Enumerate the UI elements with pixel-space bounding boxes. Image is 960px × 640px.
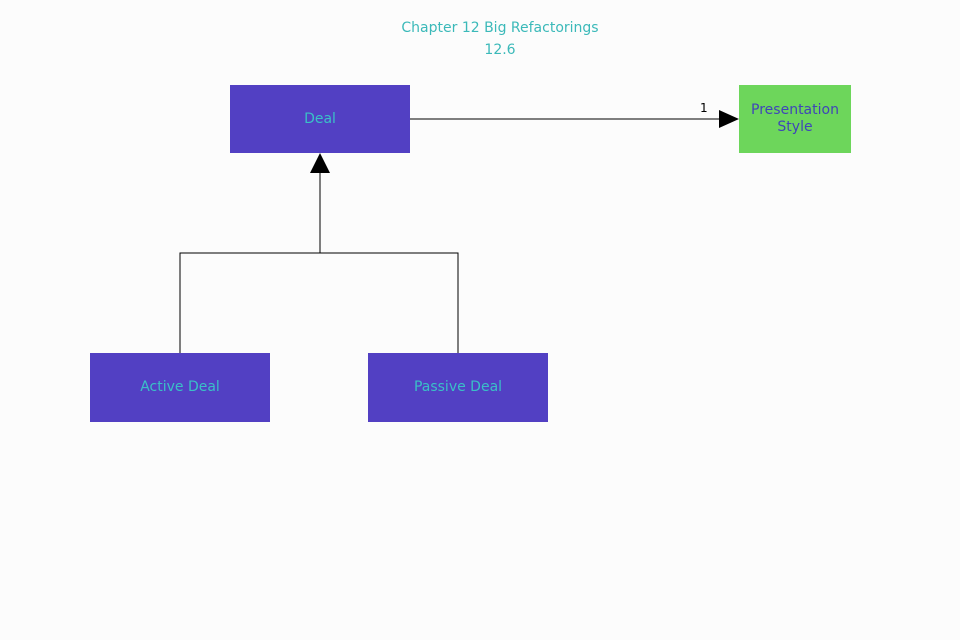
inheritance-branch — [179, 252, 459, 353]
association-multiplicity: 1 — [700, 101, 708, 115]
association-arrowhead — [719, 110, 739, 128]
inheritance-arrowhead — [310, 153, 330, 173]
presentation-style-label: Presentation Style — [751, 102, 839, 135]
active-deal-node[interactable]: Active Deal — [90, 353, 270, 422]
presentation-style-node[interactable]: Presentation Style — [739, 85, 851, 153]
passive-deal-node[interactable]: Passive Deal — [368, 353, 548, 422]
passive-deal-label: Passive Deal — [413, 379, 503, 395]
deal-label: Deal — [304, 110, 336, 127]
active-deal-label: Active Deal — [140, 379, 220, 395]
deal-node[interactable]: Deal — [230, 85, 410, 153]
diagram-subtitle: 12.6 — [484, 42, 516, 58]
diagram-title: Chapter 12 Big Refactorings — [401, 20, 599, 36]
